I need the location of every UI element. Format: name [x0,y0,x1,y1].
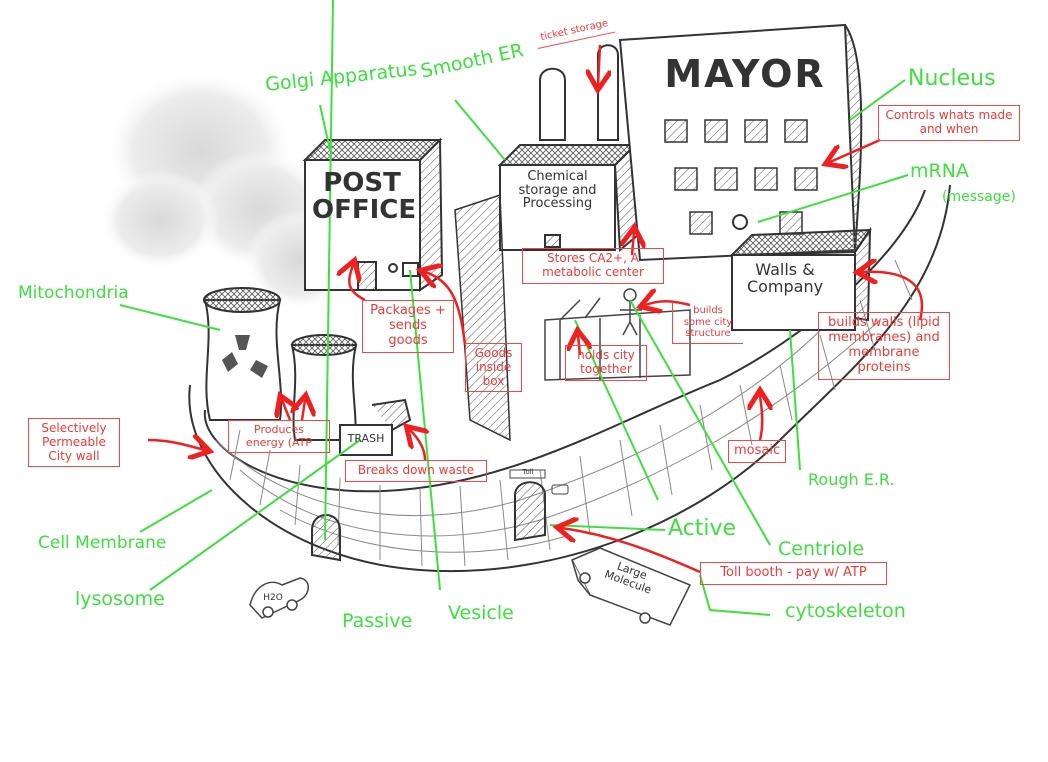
label-nucleus: Nucleus [908,66,996,91]
mitochondria-towers [203,287,358,441]
note-mosaic: mosaic [728,440,787,463]
smoke-cloud [100,70,355,310]
note-produces-energy: Produces energy (ATP [228,420,330,454]
label-mrna-subtitle: (message) [942,189,1016,205]
red-arrows [147,44,924,574]
walls-company-sign: Walls & Company [746,260,824,296]
note-packages: Packages + sends goods [362,300,454,353]
post-office-building [302,137,444,292]
mayor-building [618,23,863,262]
toll-sign: Toll [522,468,534,476]
label-vesicle: Vesicle [448,602,514,624]
large-molecule-truck [570,547,692,626]
toll-gate [509,469,569,542]
label-cytoskeleton: cytoskeleton [785,600,906,622]
label-cell-membrane: Cell Membrane [38,533,167,553]
note-goods-box: Goods inside box [465,343,522,393]
car-cargo-label: H2O [263,593,283,603]
trash-sign: TRASH [347,432,385,445]
label-rough-er: Rough E.R. [808,470,895,489]
trash-can [339,398,412,456]
h2o-car [249,577,309,619]
note-controls: Controls whats made and when [878,105,1020,141]
label-lysosome: lysosome [75,588,165,610]
note-stores-ca: Stores CA2+, A metabolic center [522,248,664,284]
label-mrna: mRNA [910,160,969,182]
note-selectively-permeable: Selectively Permeable City wall [28,418,120,468]
note-builds-walls: builds walls (lipid membranes) and membr… [818,312,950,380]
note-breaks-down-waste: Breaks down waste [345,460,487,482]
note-tollbooth: Toll booth - pay w/ ATP [700,562,887,585]
label-active: Active [668,516,737,541]
mayor-sign: MAYOR [664,52,826,96]
chemical-storage-sign: Chemical storage and Processing [518,169,597,212]
note-holds-city: holds city together [565,345,647,381]
silos [539,44,619,141]
post-office-sign: POST OFFICE [312,168,417,226]
label-centriole: Centriole [778,538,865,560]
label-passive: Passive [342,610,413,632]
note-builds-structure: builds some city structure [672,302,743,344]
label-mitochondria: Mitochondria [18,283,129,303]
walls-company-building [729,226,872,331]
